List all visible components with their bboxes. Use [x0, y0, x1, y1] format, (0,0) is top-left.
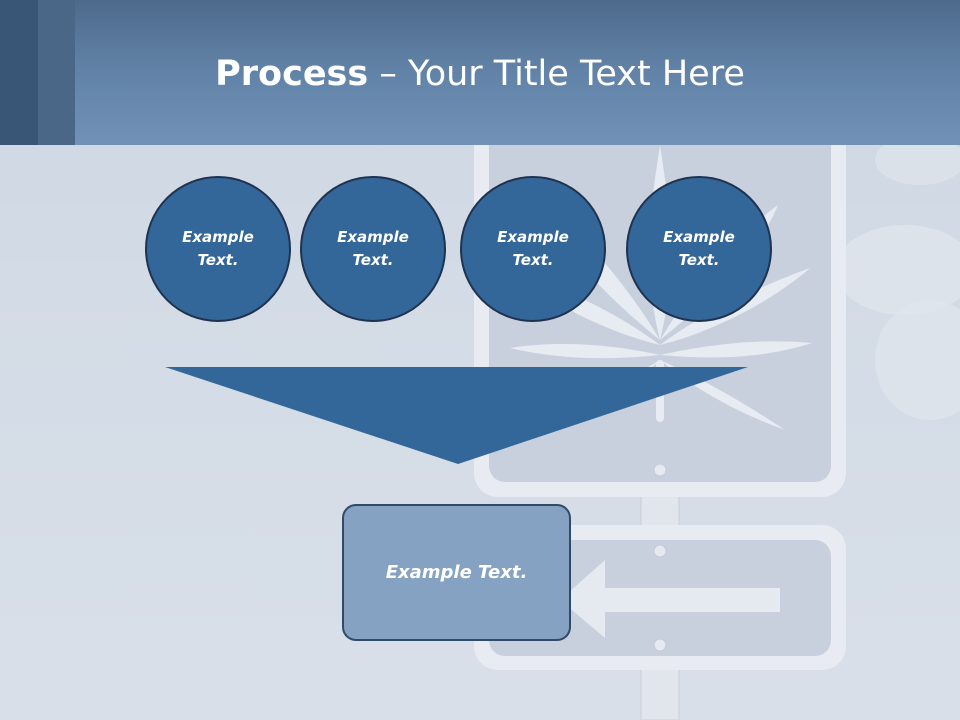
result-box[interactable]: Example Text. — [342, 504, 571, 641]
header-accent-mid — [38, 0, 75, 145]
funnel-arrow — [165, 367, 748, 464]
process-circle-3[interactable]: Example Text. — [460, 176, 606, 322]
process-circle-1[interactable]: Example Text. — [145, 176, 291, 322]
title-bold: Process — [215, 54, 369, 94]
header-accent-dark — [0, 0, 38, 145]
left-arrow-icon — [560, 560, 780, 638]
process-circle-label: Example Text. — [497, 228, 569, 269]
result-box-label: Example Text. — [385, 562, 528, 583]
process-circle-label: Example Text. — [182, 228, 254, 269]
process-circle-2[interactable]: Example Text. — [300, 176, 446, 322]
process-circle-label: Example Text. — [663, 228, 735, 269]
title-rest: – Your Title Text Here — [368, 54, 745, 94]
slide-title: Process – Your Title Text Here — [0, 52, 960, 96]
process-circle-4[interactable]: Example Text. — [626, 176, 772, 322]
header-bar: Process – Your Title Text Here — [0, 0, 960, 145]
process-circle-label: Example Text. — [337, 228, 409, 269]
